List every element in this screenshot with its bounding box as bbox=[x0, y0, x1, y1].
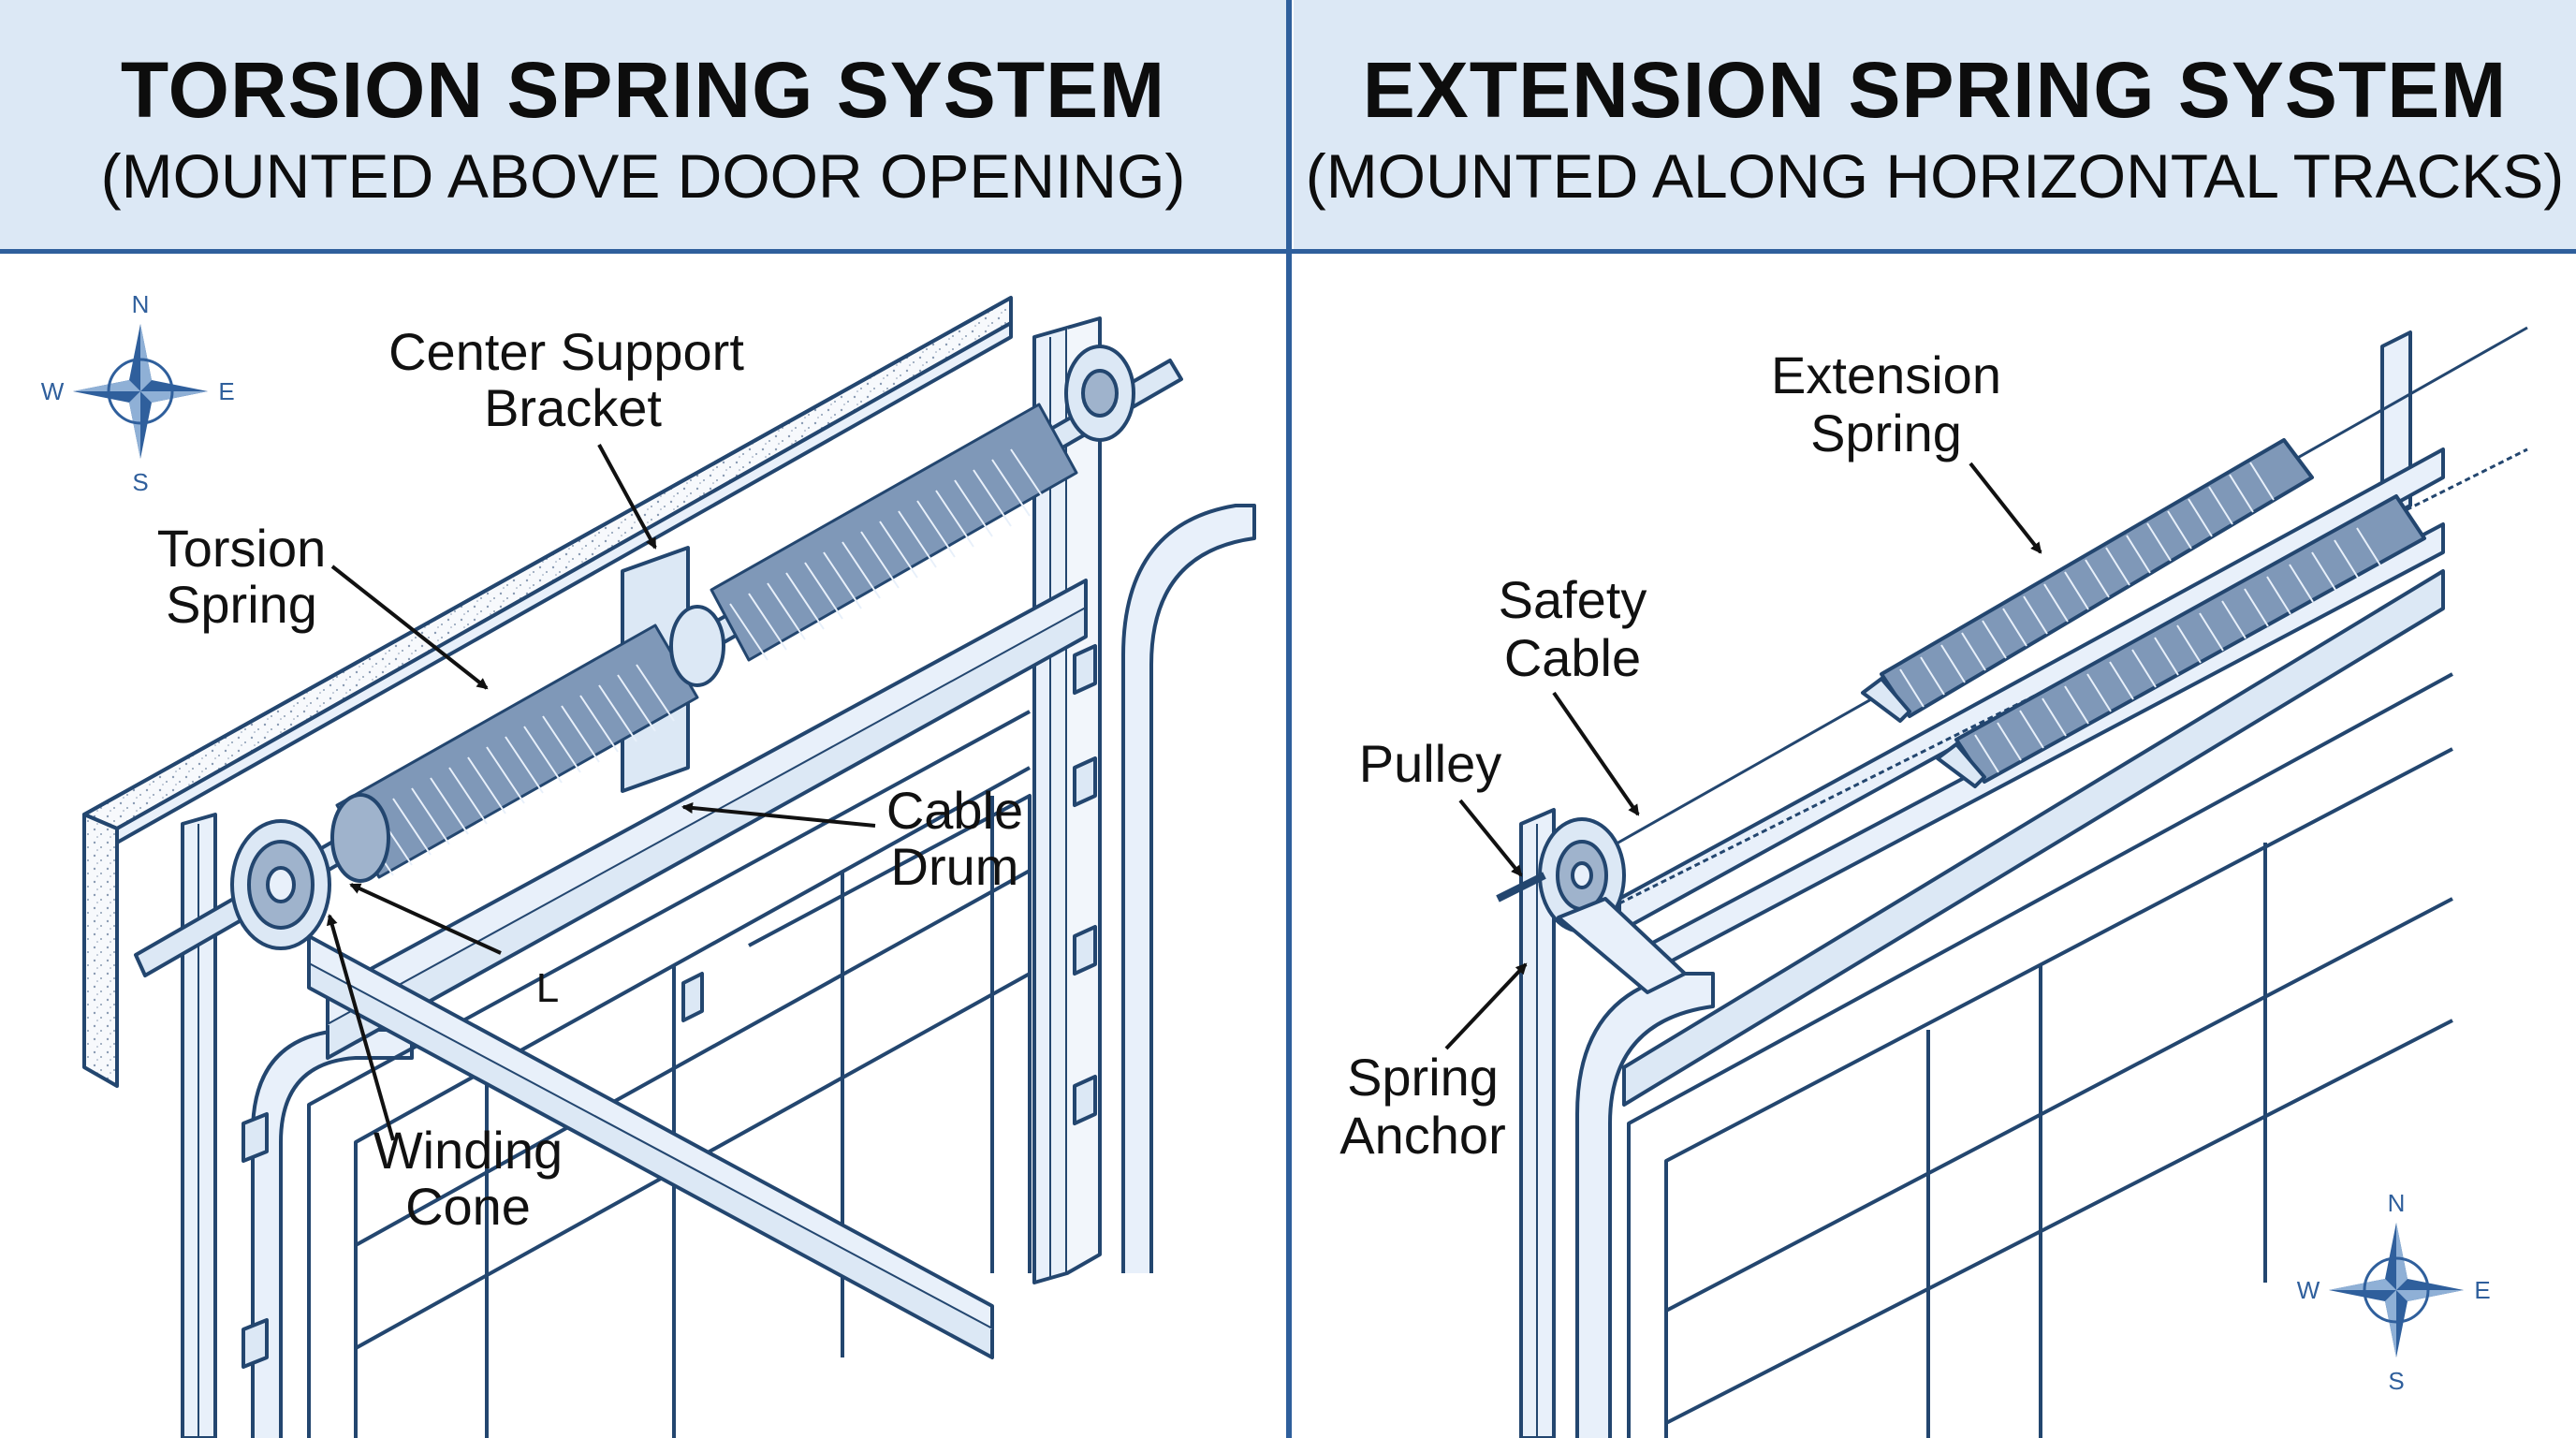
leader-pulley bbox=[1458, 799, 1523, 877]
leader-torsion-spring bbox=[330, 565, 489, 690]
compass-s-label-right: S bbox=[2388, 1367, 2404, 1395]
compass-n-label: N bbox=[132, 290, 150, 318]
compass-rose-left-icon: N S E W bbox=[41, 290, 235, 496]
compass-w-label-right: W bbox=[2297, 1276, 2320, 1304]
label-cable: Cable bbox=[886, 781, 1023, 840]
leader-extension-spring bbox=[1969, 462, 2042, 554]
torsion-subtitle: (MOUNTED ABOVE DOOR OPENING) bbox=[100, 141, 1186, 211]
label-winding: Winding bbox=[373, 1121, 563, 1180]
label-torsion: Torsion bbox=[157, 519, 327, 578]
compass-w-label: W bbox=[41, 377, 65, 405]
compass-n-label-right: N bbox=[2388, 1189, 2406, 1217]
leader-cable-drum-top bbox=[681, 801, 876, 828]
compass-e-label: E bbox=[218, 377, 234, 405]
label-torsion-spring: Spring bbox=[166, 575, 317, 634]
extension-subtitle: (MOUNTED ALONG HORIZONTAL TRACKS) bbox=[1305, 141, 2565, 211]
header-extension: EXTENSION SPRING SYSTEM (MOUNTED ALONG H… bbox=[1294, 0, 2576, 251]
label-cone: Cone bbox=[405, 1177, 531, 1236]
leader-spring-anchor bbox=[1444, 962, 1528, 1050]
compass-rose-right-icon: N S E W bbox=[2297, 1189, 2491, 1395]
label-drum: Drum bbox=[891, 837, 1019, 896]
leader-cable-drum-bottom bbox=[349, 883, 502, 955]
header-torsion: TORSION SPRING SYSTEM (MOUNTED ABOVE DOO… bbox=[0, 0, 1286, 251]
label-spring: Spring bbox=[1347, 1048, 1499, 1107]
compass-s-label: S bbox=[132, 468, 148, 496]
leader-safety-cable bbox=[1552, 691, 1640, 816]
panel-divider bbox=[1286, 0, 1292, 1438]
label-pulley: Pulley bbox=[1359, 734, 1502, 793]
compass-e-label-right: E bbox=[2474, 1276, 2490, 1304]
label-safety: Safety bbox=[1499, 570, 1647, 629]
extension-title: EXTENSION SPRING SYSTEM bbox=[1362, 46, 2508, 134]
leader-winding-cone bbox=[326, 914, 395, 1141]
label-extension: Extension bbox=[1771, 345, 2001, 404]
torsion-illustration bbox=[82, 296, 1256, 1438]
label-extension-spring: Spring bbox=[1810, 404, 1962, 462]
label-anchor: Anchor bbox=[1339, 1106, 1505, 1165]
extension-illustration bbox=[1496, 326, 2528, 1438]
track-mark-label: L bbox=[536, 965, 559, 1011]
label-bracket: Bracket bbox=[484, 378, 662, 437]
leader-center-support bbox=[597, 444, 657, 550]
label-center-support: Center Support bbox=[388, 322, 744, 381]
label-safety-cable: Cable bbox=[1504, 628, 1641, 687]
torsion-title: TORSION SPRING SYSTEM bbox=[120, 46, 1166, 134]
